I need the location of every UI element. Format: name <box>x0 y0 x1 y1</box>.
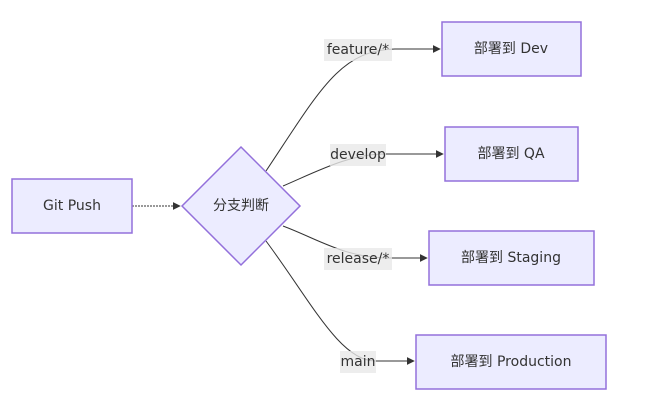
node-deploy-qa-label: 部署到 QA <box>477 146 544 162</box>
node-deploy-staging[interactable]: 部署到 Staging <box>428 230 595 286</box>
node-deploy-dev[interactable]: 部署到 Dev <box>441 21 582 77</box>
node-git-push[interactable]: Git Push <box>11 178 133 234</box>
node-deploy-production-label: 部署到 Production <box>451 354 572 370</box>
edge-label-main-text: main <box>341 354 376 370</box>
edge-label-feature: feature/* <box>324 39 392 61</box>
edge-label-main: main <box>340 351 376 373</box>
edge-label-develop-text: develop <box>330 147 386 163</box>
node-branch-decision-label: 分支判断 <box>213 198 269 214</box>
node-deploy-staging-label: 部署到 Staging <box>461 250 561 266</box>
edge-label-feature-text: feature/* <box>327 42 389 58</box>
node-git-push-label: Git Push <box>43 198 101 214</box>
node-deploy-dev-label: 部署到 Dev <box>474 41 548 57</box>
edge-label-develop: develop <box>330 144 386 166</box>
edge-label-release: release/* <box>324 248 392 270</box>
node-deploy-production[interactable]: 部署到 Production <box>415 334 607 390</box>
node-branch-decision[interactable]: 分支判断 <box>180 145 302 267</box>
node-deploy-qa[interactable]: 部署到 QA <box>444 126 579 182</box>
edge-label-release-text: release/* <box>327 251 390 267</box>
